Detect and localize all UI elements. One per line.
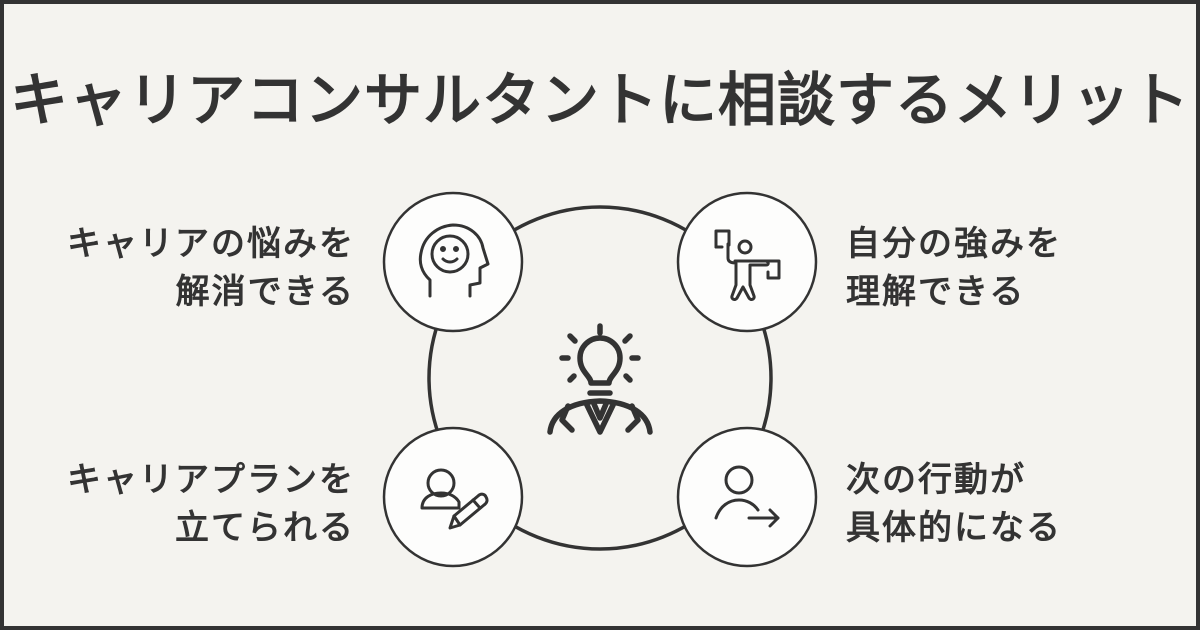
label-line: 自分の強みを — [846, 224, 1062, 264]
person-with-arrow-icon — [714, 465, 780, 528]
benefit-label-top-left: キャリアの悩みを 解消できる — [67, 220, 355, 316]
person-holding-flag-and-bag-icon — [714, 229, 781, 301]
label-line: 解消できる — [175, 272, 355, 312]
label-line: 理解できる — [846, 272, 1026, 312]
label-line: キャリアの悩みを — [67, 224, 355, 264]
label-line: 具体的になる — [846, 508, 1062, 548]
benefit-circle-bottom-left — [382, 426, 524, 568]
benefit-circle-top-left — [382, 191, 524, 333]
central-ring — [427, 205, 773, 551]
benefit-circle-top-right — [676, 191, 818, 333]
benefit-label-bottom-left: キャリアプランを 立てられる — [67, 456, 355, 552]
label-line: 立てられる — [175, 508, 355, 548]
person-with-pencil-icon — [420, 468, 489, 530]
page-title: キャリアコンサルタントに相談するメリット — [9, 66, 1190, 134]
benefit-label-bottom-right: 次の行動が 具体的になる — [846, 456, 1062, 552]
benefit-label-top-right: 自分の強みを 理解できる — [846, 220, 1062, 316]
label-line: キャリアプランを — [67, 460, 355, 500]
benefit-circle-bottom-right — [676, 426, 818, 568]
label-line: 次の行動が — [846, 460, 1026, 500]
head-smile-mind-icon — [418, 223, 490, 298]
lightbulb-head-person-icon — [547, 323, 653, 435]
canvas — [4, 4, 1196, 626]
